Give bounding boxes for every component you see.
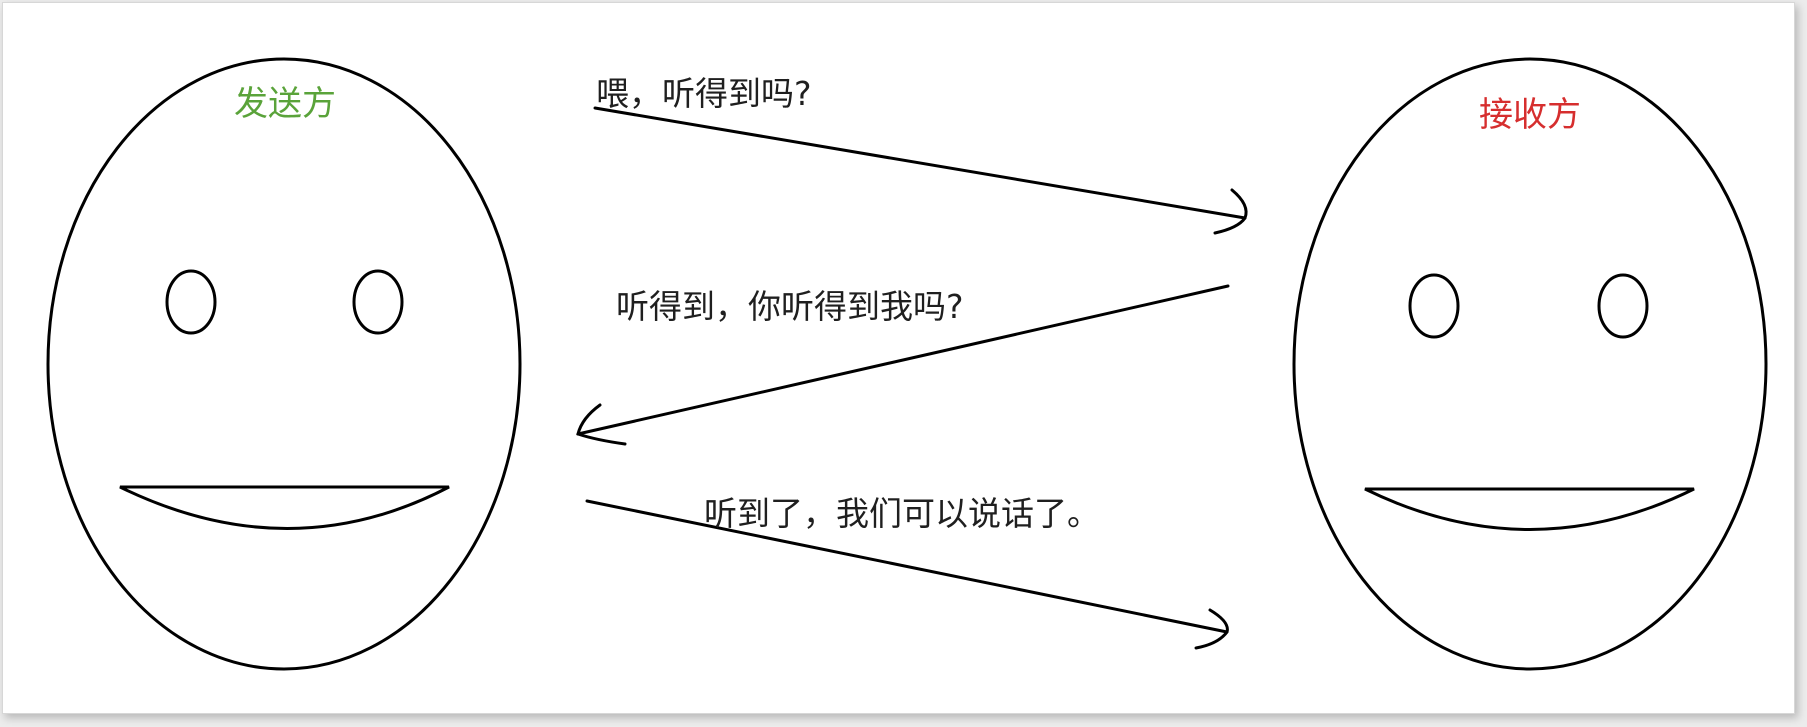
message-2-text: 听得到，你听得到我吗? [616, 287, 964, 326]
message-3-line [585, 499, 1229, 634]
sender-left-eye [165, 269, 217, 335]
diagram-canvas [2, 2, 1795, 714]
sender-face [46, 57, 522, 671]
receiver-right-eye [1597, 273, 1649, 339]
receiver-left-eye [1408, 273, 1460, 339]
sender-label: 发送方 [234, 84, 336, 124]
receiver-label: 接收方 [1479, 95, 1581, 135]
sender-right-eye [352, 269, 404, 335]
message-2-line [576, 284, 1230, 436]
receiver-face [1292, 57, 1768, 671]
message-arrow-3 [585, 499, 1229, 650]
message-3-text: 听到了，我们可以说话了。 [704, 494, 1100, 533]
message-1-text: 喂，听得到吗? [596, 74, 812, 113]
receiver-mouth [1364, 487, 1695, 531]
message-1-line [593, 106, 1247, 220]
receiver-head-outline [1292, 57, 1768, 671]
sender-mouth [119, 485, 450, 530]
message-arrow-1 [593, 106, 1248, 235]
message-3-arrowhead [1194, 608, 1229, 650]
message-1-arrowhead [1213, 188, 1248, 235]
sender-head-outline [46, 57, 522, 671]
message-2-arrowhead [576, 403, 627, 446]
message-arrow-2 [576, 284, 1230, 446]
